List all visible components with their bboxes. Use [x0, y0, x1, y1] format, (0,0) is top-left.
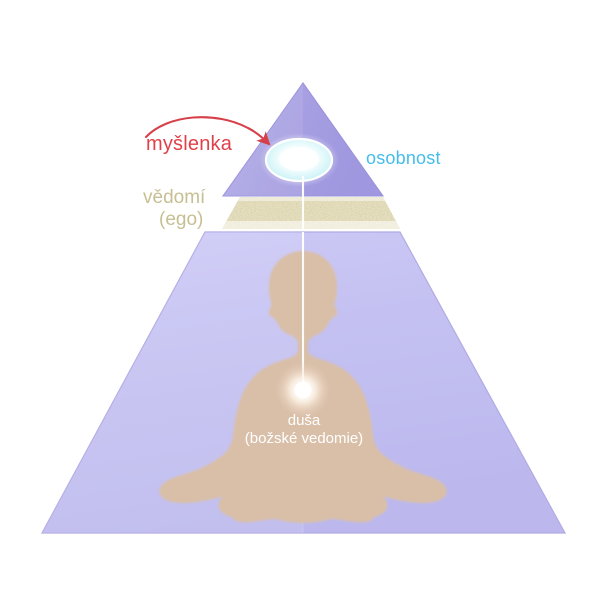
label-consciousness: vědomí (ego) — [143, 187, 205, 232]
base-pyramid-group — [40, 231, 567, 534]
sand-band-group — [222, 196, 400, 231]
label-soul: duša (božské vedomie) — [230, 412, 378, 447]
soul-orb-core — [294, 381, 312, 399]
sand-band-bottom-fade — [222, 221, 400, 229]
apex-triangle-group — [221, 82, 385, 197]
meditating-figure-group — [159, 232, 447, 523]
figure-foot — [267, 502, 339, 523]
thought-arrow — [144, 116, 271, 146]
glowing-oval-core — [279, 147, 319, 171]
label-consciousness-line1: vědomí — [143, 187, 206, 208]
figure-lap — [218, 470, 388, 520]
label-soul-line2: (božské vedomie) — [244, 429, 364, 447]
label-soul-line1: duša — [287, 412, 321, 429]
label-thought: myšlenka — [146, 133, 233, 155]
label-consciousness-line2: (ego) — [159, 209, 204, 231]
sand-band-top-fade — [222, 197, 400, 201]
thought-arrow-group — [144, 116, 271, 146]
label-personality: osobnost — [366, 148, 441, 168]
